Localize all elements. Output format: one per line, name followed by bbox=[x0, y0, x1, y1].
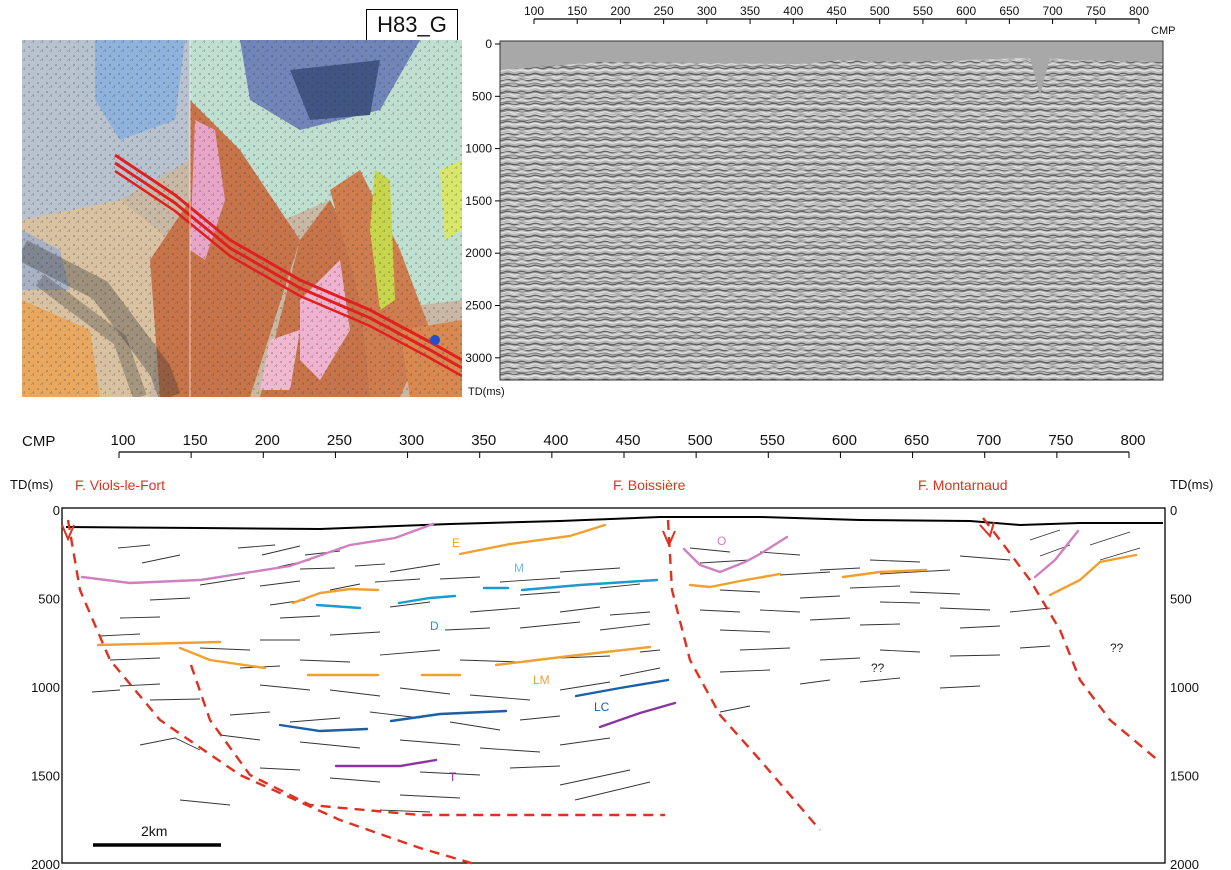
seismic-cmp-unit: CMP bbox=[1151, 25, 1175, 37]
seismic-cmp-tick-label: 150 bbox=[567, 4, 587, 18]
unit-label-lm: LM bbox=[533, 673, 550, 687]
unit-label-o: O bbox=[717, 534, 726, 548]
scale-bar-label: 2km bbox=[141, 823, 167, 839]
section-cmp-tick-label: 200 bbox=[255, 432, 280, 449]
section-cmp-tick-label: 800 bbox=[1120, 432, 1145, 449]
section-left-time-tick-label: 2000 bbox=[31, 857, 60, 870]
fault-label-montarnaud: F. Montarnaud bbox=[918, 477, 1008, 493]
section-cmp-tick-label: 750 bbox=[1048, 432, 1073, 449]
section-right-time-tick-label: 500 bbox=[1170, 592, 1192, 607]
section-left-time-tick-label: 1500 bbox=[31, 769, 60, 784]
topography-line bbox=[65, 516, 1163, 531]
section-cmp-tick-label: 450 bbox=[615, 432, 640, 449]
seismic-cmp-tick-label: 700 bbox=[1043, 4, 1063, 18]
section-frame bbox=[61, 507, 1166, 864]
profile-trace bbox=[114, 153, 462, 378]
seismic-cmp-tick-label: 350 bbox=[740, 4, 760, 18]
section-cmp-tick-label: 350 bbox=[471, 432, 496, 449]
seismic-time-unit: TD(ms) bbox=[468, 386, 505, 398]
unit-label-lc: LC bbox=[594, 700, 610, 714]
seismic-cmp-tick-label: 650 bbox=[999, 4, 1019, 18]
section-left-time-tick-label: 500 bbox=[38, 592, 60, 607]
section-right-time-tick-label: 1000 bbox=[1170, 680, 1199, 695]
geological-map bbox=[22, 40, 462, 397]
map-symbology bbox=[22, 40, 462, 397]
seismic-cmp-tick-label: 300 bbox=[697, 4, 717, 18]
unknown-label-right: ?? bbox=[1110, 641, 1124, 655]
section-cmp-tick-label: 150 bbox=[183, 432, 208, 449]
fault-label-viols-le-fort: F. Viols-le-Fort bbox=[75, 477, 165, 493]
fault-label-boissiere: F. Boissière bbox=[613, 477, 686, 493]
section-cmp-tick-label: 550 bbox=[760, 432, 785, 449]
section-cmp-ticks: 100 150 200 250 300 350 400 450 500 550 600 650 700 7… bbox=[110, 432, 1146, 458]
section-left-time-label: TD(ms) bbox=[10, 477, 53, 492]
unit-label-m: M bbox=[514, 561, 524, 575]
section-time-ticks: 0 0 500 500 1000 1000 1500 1500 2000 2000 bbox=[31, 503, 1199, 870]
seismic-cmp-ticks: 100 150 200 250 300 350 400 450 500 550 600 650 700 7… bbox=[524, 4, 1149, 24]
fault-arrows bbox=[61, 521, 995, 548]
unit-label-d: D bbox=[430, 619, 439, 633]
seismic-cmp-tick-label: 450 bbox=[826, 4, 846, 18]
section-cmp-tick-label: 100 bbox=[110, 432, 135, 449]
section-left-time-tick-label: 1000 bbox=[31, 680, 60, 695]
section-cmp-tick-label: 600 bbox=[832, 432, 857, 449]
section-cmp-tick-label: 650 bbox=[904, 432, 929, 449]
interpreted-section: CMP 100 150 200 250 300 350 400 450 500 550 600 650… bbox=[10, 432, 1213, 870]
section-cmp-label: CMP bbox=[22, 433, 55, 450]
seismic-section: 100 150 200 250 300 350 400 450 500 550 600 650 700 7… bbox=[465, 4, 1175, 398]
seismic-time-tick-label: 1500 bbox=[465, 194, 492, 208]
reflector-lines bbox=[91, 529, 1141, 813]
seismic-time-tick-label: 2500 bbox=[465, 299, 492, 313]
seismic-cmp-tick-label: 550 bbox=[913, 4, 933, 18]
seismic-cmp-tick-label: 200 bbox=[610, 4, 630, 18]
seismic-time-tick-label: 500 bbox=[472, 89, 492, 103]
profile-end-marker bbox=[430, 335, 440, 345]
seismic-cmp-tick-label: 600 bbox=[956, 4, 976, 18]
seismic-cmp-tick-label: 750 bbox=[1086, 4, 1106, 18]
seismic-time-tick-label: 1000 bbox=[465, 142, 492, 156]
horizon-lines bbox=[80, 522, 1138, 768]
section-cmp-tick-label: 400 bbox=[543, 432, 568, 449]
seismic-time-tick-label: 0 bbox=[485, 37, 492, 51]
unit-label-t: T bbox=[449, 770, 457, 784]
profile-id-badge: H83_G bbox=[366, 9, 458, 41]
seismic-mute-zone bbox=[500, 41, 1163, 95]
seismic-cmp-tick-label: 800 bbox=[1129, 4, 1149, 18]
section-cmp-tick-label: 300 bbox=[399, 432, 424, 449]
seismic-time-ticks: 0 500 1000 1500 2000 2500 3000 bbox=[465, 37, 500, 365]
section-right-time-tick-label: 0 bbox=[1170, 503, 1177, 518]
section-cmp-tick-label: 250 bbox=[327, 432, 352, 449]
section-right-time-label: TD(ms) bbox=[1170, 477, 1213, 492]
fault-lines bbox=[66, 517, 1161, 867]
section-cmp-tick-label: 500 bbox=[688, 432, 713, 449]
seismic-time-tick-label: 3000 bbox=[465, 351, 492, 365]
section-cmp-tick-label: 700 bbox=[976, 432, 1001, 449]
seismic-cmp-tick-label: 100 bbox=[524, 4, 544, 18]
section-right-time-tick-label: 1500 bbox=[1170, 769, 1199, 784]
unit-label-e: E bbox=[452, 536, 460, 550]
unknown-label-center: ?? bbox=[871, 661, 885, 675]
seismic-time-tick-label: 2000 bbox=[465, 246, 492, 260]
section-left-time-tick-label: 0 bbox=[53, 503, 60, 518]
seismic-cmp-tick-label: 500 bbox=[870, 4, 890, 18]
section-right-time-tick-label: 2000 bbox=[1170, 857, 1199, 870]
seismic-cmp-tick-label: 400 bbox=[783, 4, 803, 18]
seismic-cmp-tick-label: 250 bbox=[654, 4, 674, 18]
